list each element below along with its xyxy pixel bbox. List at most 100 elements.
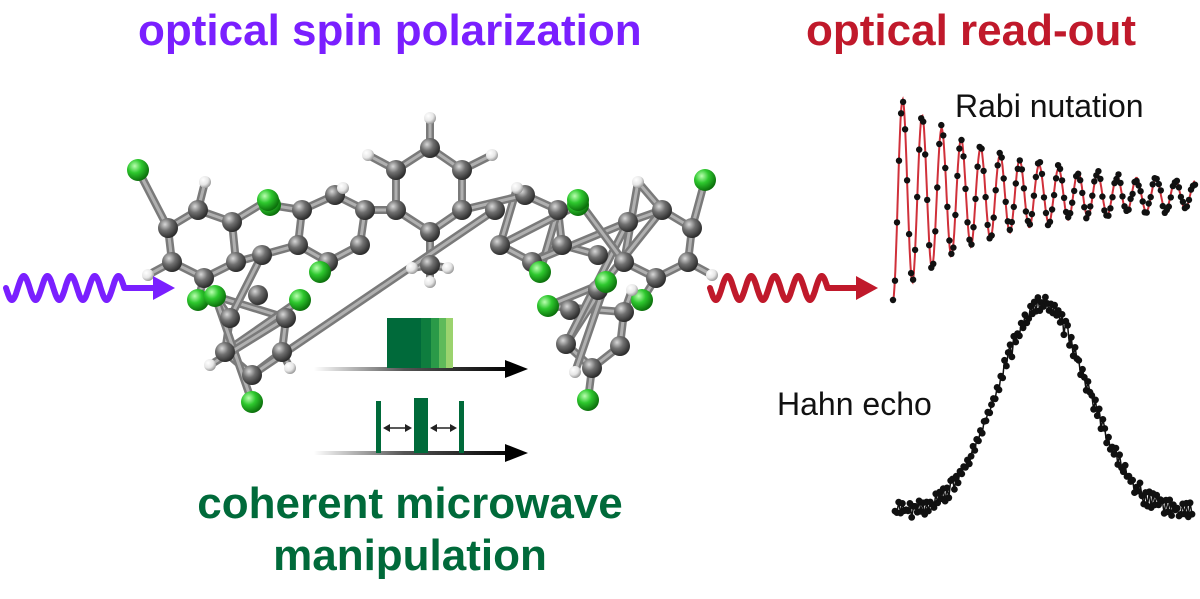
rabi-data-point [936, 140, 943, 148]
rabi-data-point [1085, 210, 1092, 217]
hydrogen-atom [406, 262, 418, 274]
rabi-data-point [1099, 193, 1106, 200]
rabi-data-point [922, 151, 929, 158]
rabi-data-point [1137, 188, 1144, 195]
rabi-data-point [1177, 193, 1185, 201]
carbon-atom [678, 252, 698, 272]
rabi-data-point [1185, 196, 1193, 204]
rabi-data-point [1097, 175, 1104, 183]
rabi-data-point [952, 211, 959, 219]
pi2-pulse [376, 401, 381, 453]
rabi-data-point [1050, 191, 1058, 199]
carbon-atom [420, 222, 440, 242]
rabi-data-point [1191, 181, 1199, 188]
rabi-data-point [974, 163, 981, 170]
rabi-data-point [1159, 202, 1167, 210]
wave-arrowhead [856, 276, 878, 300]
rabi-data-point [1048, 206, 1056, 213]
rabi-data-point [1060, 194, 1068, 201]
rabi-data-point [1147, 193, 1154, 201]
rabi-data-point [1032, 173, 1040, 181]
hydrogen-atom [424, 112, 436, 124]
label-hahn-echo: Hahn echo [777, 386, 932, 422]
pulse-block-segment [439, 318, 446, 368]
wave-arrowhead [153, 276, 175, 300]
rabi-data-point [950, 244, 957, 251]
rabi-data-point [1087, 203, 1094, 210]
title-optical-readout: optical read-out [806, 6, 1137, 55]
rabi-data-point [1089, 192, 1096, 199]
rabi-data-point [990, 214, 997, 221]
rabi-data-point [978, 145, 985, 152]
arrowhead [505, 360, 528, 378]
rabi-data-point [1119, 193, 1126, 200]
label-rabi-nutation: Rabi nutation [955, 88, 1144, 124]
rabi-data-point [930, 260, 937, 267]
rabi-data-point [1071, 187, 1078, 195]
delay-arrow-head [383, 424, 390, 432]
rabi-data-point [1006, 226, 1013, 233]
rabi-data-point [954, 172, 961, 180]
rabi-data-point [1028, 210, 1036, 218]
rabi-data-point [992, 187, 999, 194]
hydrogen-atom [199, 176, 211, 188]
rabi-data-point [901, 126, 909, 133]
rabi-data-point [940, 132, 947, 139]
carbon-atom [248, 285, 268, 305]
wave-path [707, 273, 867, 303]
carbon-atom [420, 138, 440, 158]
carbon-atom [350, 235, 370, 255]
carbon-atom [682, 218, 702, 238]
carbon-atom [552, 235, 572, 255]
rabi-data-point [1091, 178, 1098, 185]
hydrogen-atom [632, 176, 644, 188]
rabi-data-point [1079, 189, 1086, 197]
hydrogen-atom [486, 149, 498, 161]
pulse-block-segment [431, 318, 439, 368]
wave-path [3, 273, 164, 303]
wavy-arrow-icon [3, 273, 175, 303]
chlorine-atom [127, 159, 149, 181]
rabi-data-point [1139, 198, 1146, 205]
hydrogen-atom [442, 262, 454, 274]
carbon-atom [226, 252, 246, 272]
rabi-data-point [960, 153, 967, 160]
rabi-data-point [1002, 198, 1009, 205]
rabi-data-point [903, 177, 911, 184]
carbon-atom [452, 160, 472, 180]
arrowhead [505, 444, 528, 462]
rabi-data-point [1129, 190, 1136, 198]
hydrogen-atom [284, 362, 296, 374]
wavy-arrow-icon [707, 273, 878, 303]
delay-arrow-head [450, 424, 457, 432]
rabi-data-point [920, 118, 927, 125]
rabi-data-point [1117, 179, 1124, 187]
rabi-data-point [982, 193, 989, 201]
carbon-atom [222, 212, 242, 232]
hahn-echo-trace [891, 293, 1196, 521]
carbon-atom [252, 245, 272, 265]
carbon-atom [188, 200, 208, 220]
rabi-data-point [932, 228, 939, 235]
rabi-data-point [1107, 205, 1114, 212]
chlorine-atom [595, 271, 617, 293]
chlorine-atom [241, 391, 263, 413]
pi2-pulse [459, 401, 464, 453]
carbon-atom [610, 336, 630, 356]
rabi-data-point [938, 121, 945, 129]
rabi-data-point [1125, 206, 1132, 213]
rabi-data-point [972, 195, 979, 203]
rabi-data-point [1135, 182, 1142, 189]
rabi-data-point [1010, 203, 1017, 211]
rabi-data-point [998, 154, 1005, 161]
rabi-data-point [1105, 212, 1112, 219]
carbon-atom [582, 358, 602, 378]
title-microwave-manipulation: coherent microwave manipulation [197, 479, 623, 580]
rabi-data-point [984, 221, 991, 229]
rabi-data-point [970, 224, 977, 231]
rabi-nutation-trace [889, 96, 1199, 304]
hydrogen-atom [362, 149, 374, 161]
rabi-data-point [1058, 177, 1066, 184]
pulse-block-segment [409, 318, 421, 368]
carbon-atom [560, 300, 580, 320]
